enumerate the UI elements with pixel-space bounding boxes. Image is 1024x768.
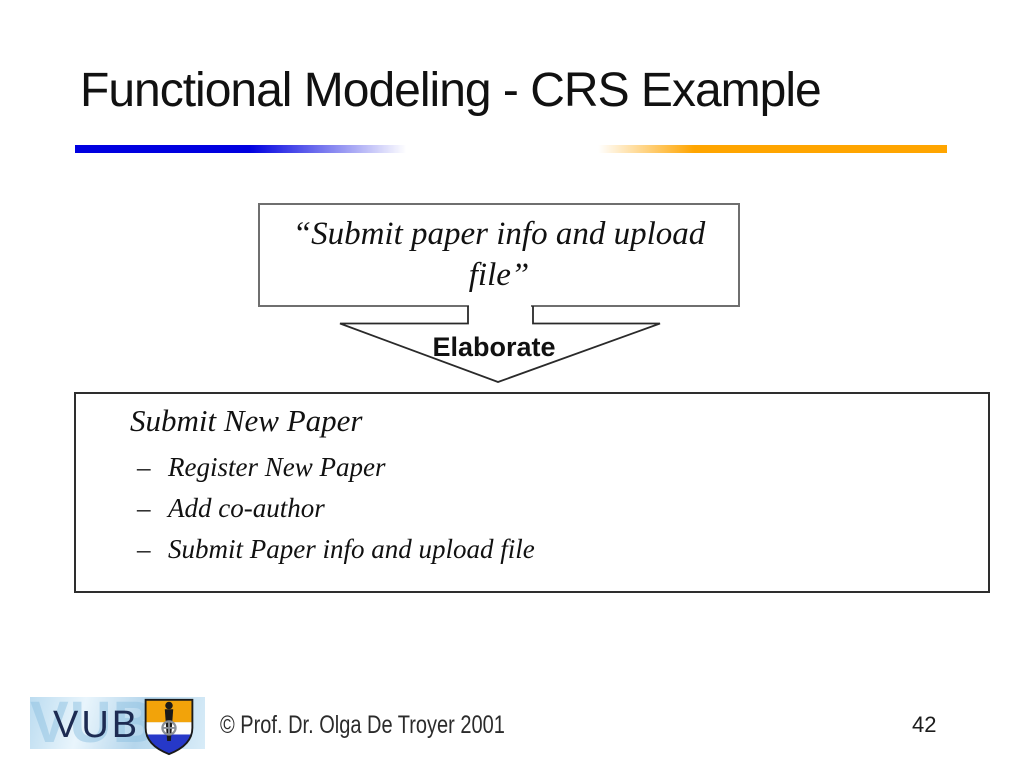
logo-watermark: VUB: [30, 690, 156, 755]
list-item-label: Register New Paper: [168, 452, 386, 482]
accent-divider: [75, 145, 947, 153]
copyright-text: © Prof. Dr. Olga De Troyer 2001: [220, 711, 505, 739]
quote-box-border-gap: [469, 303, 531, 309]
elaborate-label: Elaborate: [432, 332, 556, 362]
list-item: – Register New Paper: [137, 447, 535, 488]
page-title: Functional Modeling - CRS Example: [80, 64, 822, 117]
detail-heading: Submit New Paper: [130, 403, 363, 438]
page-number: 42: [912, 712, 937, 737]
dash-bullet: –: [137, 534, 151, 564]
detail-items: – Register New Paper – Add co-author – S…: [137, 447, 535, 570]
vub-logo: VUB VUB: [30, 690, 205, 756]
shield-icon: [144, 698, 194, 756]
detail-box: Submit New Paper – Register New Paper – …: [74, 392, 990, 593]
list-item: – Submit Paper info and upload file: [137, 529, 535, 570]
list-item: – Add co-author: [137, 488, 535, 529]
quote-box: “Submit paper info and upload file”: [258, 203, 740, 307]
quote-text: “Submit paper info and upload file”: [292, 216, 706, 293]
logo-text: VUB: [53, 704, 141, 746]
list-item-label: Add co-author: [168, 493, 325, 523]
dash-bullet: –: [137, 452, 151, 482]
list-item-label: Submit Paper info and upload file: [168, 534, 535, 564]
dash-bullet: –: [137, 493, 151, 523]
